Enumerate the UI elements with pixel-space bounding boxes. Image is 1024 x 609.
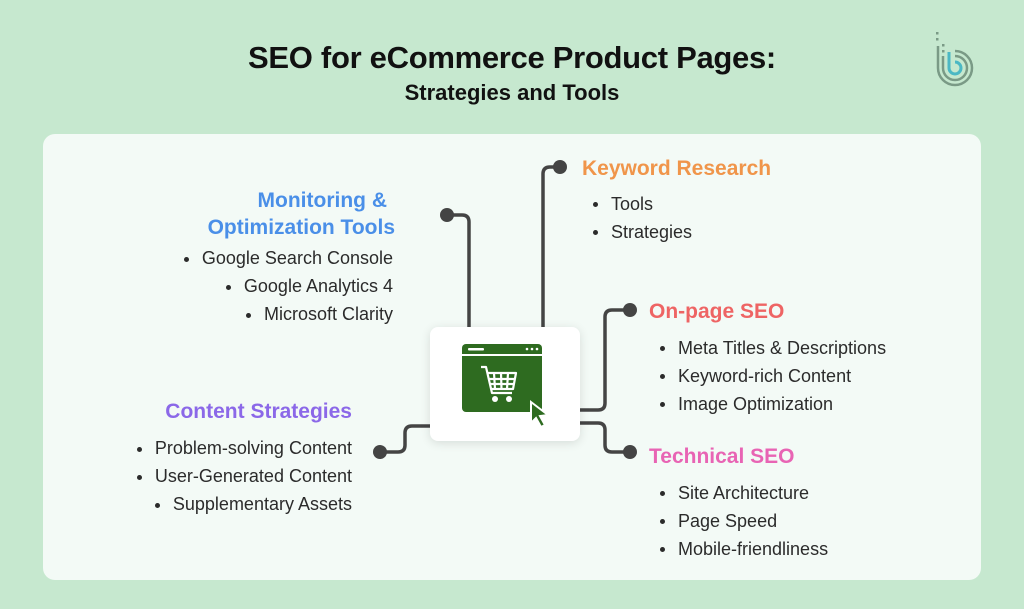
page-title: SEO for eCommerce Product Pages: bbox=[248, 40, 776, 75]
category-content-title: Content Strategies bbox=[165, 400, 352, 423]
connector-dot-content bbox=[373, 445, 387, 459]
list-item: Page Speed bbox=[659, 507, 828, 535]
page-subtitle: Strategies and Tools bbox=[404, 80, 620, 105]
list-item: Site Architecture bbox=[659, 479, 828, 507]
onpage-list: Meta Titles & Descriptions Keyword-rich … bbox=[659, 334, 886, 418]
list-item: Google Search Console bbox=[201, 248, 393, 268]
list-item: Meta Titles & Descriptions bbox=[659, 334, 886, 362]
category-technical-title: Technical SEO bbox=[649, 445, 795, 468]
category-onpage-title: On-page SEO bbox=[649, 300, 785, 323]
list-item: Strategies bbox=[592, 218, 692, 246]
connector-dot-technical bbox=[623, 445, 637, 459]
list-item: Google Analytics 4 bbox=[243, 276, 393, 296]
technical-list: Site Architecture Page Speed Mobile-frie… bbox=[659, 479, 828, 563]
monitoring-list: Google Search Console Google Analytics 4… bbox=[150, 244, 393, 328]
list-item: Supplementary Assets bbox=[172, 494, 352, 514]
list-item: User-Generated Content bbox=[154, 466, 352, 486]
category-keyword-title: Keyword Research bbox=[582, 157, 772, 180]
list-item: Problem-solving Content bbox=[154, 438, 352, 458]
connector-dot-onpage bbox=[623, 303, 637, 317]
category-monitoring-title: Monitoring & Optimization Tools bbox=[150, 187, 395, 241]
brand-logo-icon bbox=[936, 32, 974, 87]
category-title-line: Monitoring & bbox=[257, 189, 387, 212]
list-item: Microsoft Clarity bbox=[263, 304, 393, 324]
connector-dot-monitoring bbox=[440, 208, 454, 222]
center-node bbox=[430, 327, 580, 441]
category-title-line: Optimization Tools bbox=[207, 216, 395, 239]
content-list: Problem-solving Content User-Generated C… bbox=[100, 434, 352, 518]
connector-dot-keyword bbox=[553, 160, 567, 174]
list-item: Mobile-friendliness bbox=[659, 535, 828, 563]
list-item: Tools bbox=[592, 190, 692, 218]
browser-shopping-cart-icon bbox=[462, 344, 551, 429]
keyword-list: Tools Strategies bbox=[592, 190, 692, 246]
list-item: Keyword-rich Content bbox=[659, 362, 886, 390]
list-item: Image Optimization bbox=[659, 390, 886, 418]
